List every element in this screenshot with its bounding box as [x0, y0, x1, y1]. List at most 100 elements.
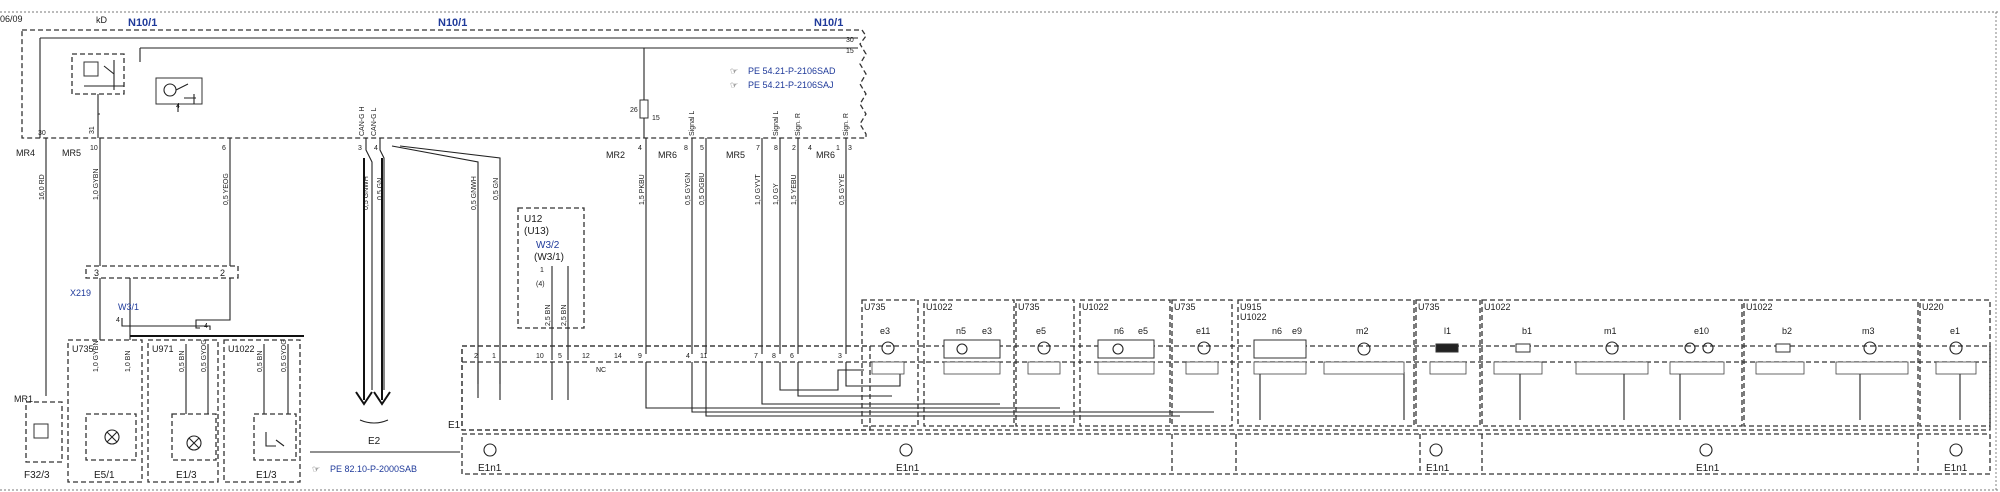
e1n1-label-c: E1n1 [1426, 463, 1450, 474]
comp-n6: n6 [1114, 326, 1124, 336]
u915-label: U915 [1240, 302, 1262, 312]
e1-label: E1 [448, 420, 461, 431]
splice-pin-12: 12 [582, 353, 590, 360]
w31-label[interactable]: W3/1 [118, 302, 139, 312]
u735-box-a [67, 339, 143, 483]
u1022-label-b: U1022 [926, 302, 953, 312]
e13-label-a: E1/3 [176, 470, 197, 481]
comp-e10: e10 [1694, 326, 1709, 336]
pe-ref-3[interactable]: PE 82.10-P-2000SAB [330, 464, 417, 474]
u1022-label-a: U1022 [228, 344, 255, 354]
pin-strip [943, 361, 1001, 375]
u971-box [147, 339, 219, 483]
mr4-label: MR4 [16, 148, 35, 158]
w31-pin-4: 4 [116, 317, 120, 324]
lamp-icon [1684, 342, 1696, 354]
sensor-pin: 4 [176, 103, 180, 110]
e1-subframe-left [461, 345, 871, 431]
wire-gnwh-2 [391, 145, 479, 384]
n10-module-box [21, 29, 867, 139]
module-body [1253, 339, 1307, 359]
fuse-icon [33, 423, 49, 439]
e1n1-node-icon [899, 443, 913, 457]
e2-brace [359, 419, 389, 424]
connector-n10-mid[interactable]: N10/1 [438, 17, 467, 29]
pin-4b: 4 [638, 145, 642, 152]
relay-contact [84, 60, 124, 90]
e1-internal-routes-c [761, 362, 1000, 405]
e1n1-node-icon [1699, 443, 1713, 457]
pin-sign-r-a: Signal L [773, 111, 780, 136]
pin-strip [1185, 361, 1219, 375]
pin-strip [1493, 361, 1543, 375]
pe-ref-2[interactable]: PE 54.21-P-2106SAJ [748, 80, 834, 90]
kd-label: kD [96, 15, 108, 25]
bus-pin-30: 30 [846, 37, 854, 44]
comp-e3: e3 [880, 326, 890, 336]
mr5-label-b: MR5 [726, 150, 745, 160]
u735-label-b: U735 [864, 302, 886, 312]
comp-b1: b1 [1522, 326, 1532, 336]
comp-e5: e5 [1036, 326, 1046, 336]
resistor-pin-15: 15 [652, 115, 660, 122]
pin-strip [1429, 361, 1467, 375]
comp-m3: m3 [1862, 326, 1875, 336]
connector-n10-left[interactable]: N10/1 [128, 17, 157, 29]
u735-label-a: U735 [72, 344, 94, 354]
mr6-label-a: MR6 [658, 150, 677, 160]
splice-pin-3: 3 [838, 353, 842, 360]
u12-box [517, 207, 585, 329]
x219-label[interactable]: X219 [70, 288, 91, 298]
u735-module-b: U735 e3 [861, 299, 919, 427]
u735-label-e: U735 [1418, 302, 1440, 312]
comp-m1: m1 [1604, 326, 1617, 336]
splice-pin-10: 10 [536, 353, 544, 360]
control-icon [1112, 343, 1124, 355]
e51-label: E5/1 [94, 470, 115, 481]
lamp-icon [1037, 341, 1051, 355]
connector-n10-right[interactable]: N10/1 [814, 17, 843, 29]
comp-e1: e1 [1950, 326, 1960, 336]
pin-4c: 4 [808, 145, 812, 152]
u1022-module-c: U1022 n6 e5 [1079, 299, 1171, 427]
comp-e9: e9 [1292, 326, 1302, 336]
u735-label-d: U735 [1174, 302, 1196, 312]
comp-m2: m2 [1356, 326, 1369, 336]
pin-5: 5 [700, 145, 704, 152]
wire-label-11: 1,0 GYVT [755, 174, 762, 205]
w31-wire [121, 318, 211, 330]
wire-label-17: 1,0 BN [125, 351, 132, 372]
f323-fuse-box [25, 401, 63, 463]
wire-label-18: 0,5 BN [179, 351, 186, 372]
e1n1-label-b: E1n1 [896, 463, 920, 474]
splice-pin-5: 5 [558, 353, 562, 360]
wire-label-12: 1,0 GY [773, 183, 780, 205]
relay-feed [97, 94, 100, 115]
u220-label: U220 [1922, 302, 1944, 312]
lamp-icon [1197, 341, 1211, 355]
sensor-icon [1515, 343, 1531, 353]
pin-30-label: 30 [38, 130, 46, 137]
comp-n5: n5 [956, 326, 966, 336]
u735-module-d: U735 e11 [1171, 299, 1233, 427]
wire-label-6: 0,5 GNWH [471, 176, 478, 210]
mr1-label: MR1 [14, 394, 33, 404]
pe-ref-1[interactable]: PE 54.21-P-2106SAD [748, 66, 836, 76]
mr2-label: MR2 [606, 150, 625, 160]
page-ref: 06/09 [0, 14, 23, 24]
wire-label-21: 0,5 GYOG [281, 339, 288, 372]
lamp-icon [104, 429, 120, 445]
splice-pin-6: 6 [790, 353, 794, 360]
wire-label-5: 0,5 GN [377, 178, 384, 200]
wire-label-20: 0,5 BN [257, 351, 264, 372]
e1n1-node-icon [483, 443, 497, 457]
e1n1-bar [461, 433, 1991, 475]
e1-internal-routes-b [645, 362, 1214, 417]
e1n1-label-e: E1n1 [1944, 463, 1968, 474]
splice-nc: NC [596, 367, 606, 374]
w32-pin-1: 1 [540, 267, 544, 274]
lamp-cross-icon [188, 437, 200, 449]
wire-label-16: 1,0 GYBN [93, 340, 100, 372]
resistor-pin-26: 26 [630, 107, 638, 114]
w32-label[interactable]: W3/2 [536, 240, 560, 251]
